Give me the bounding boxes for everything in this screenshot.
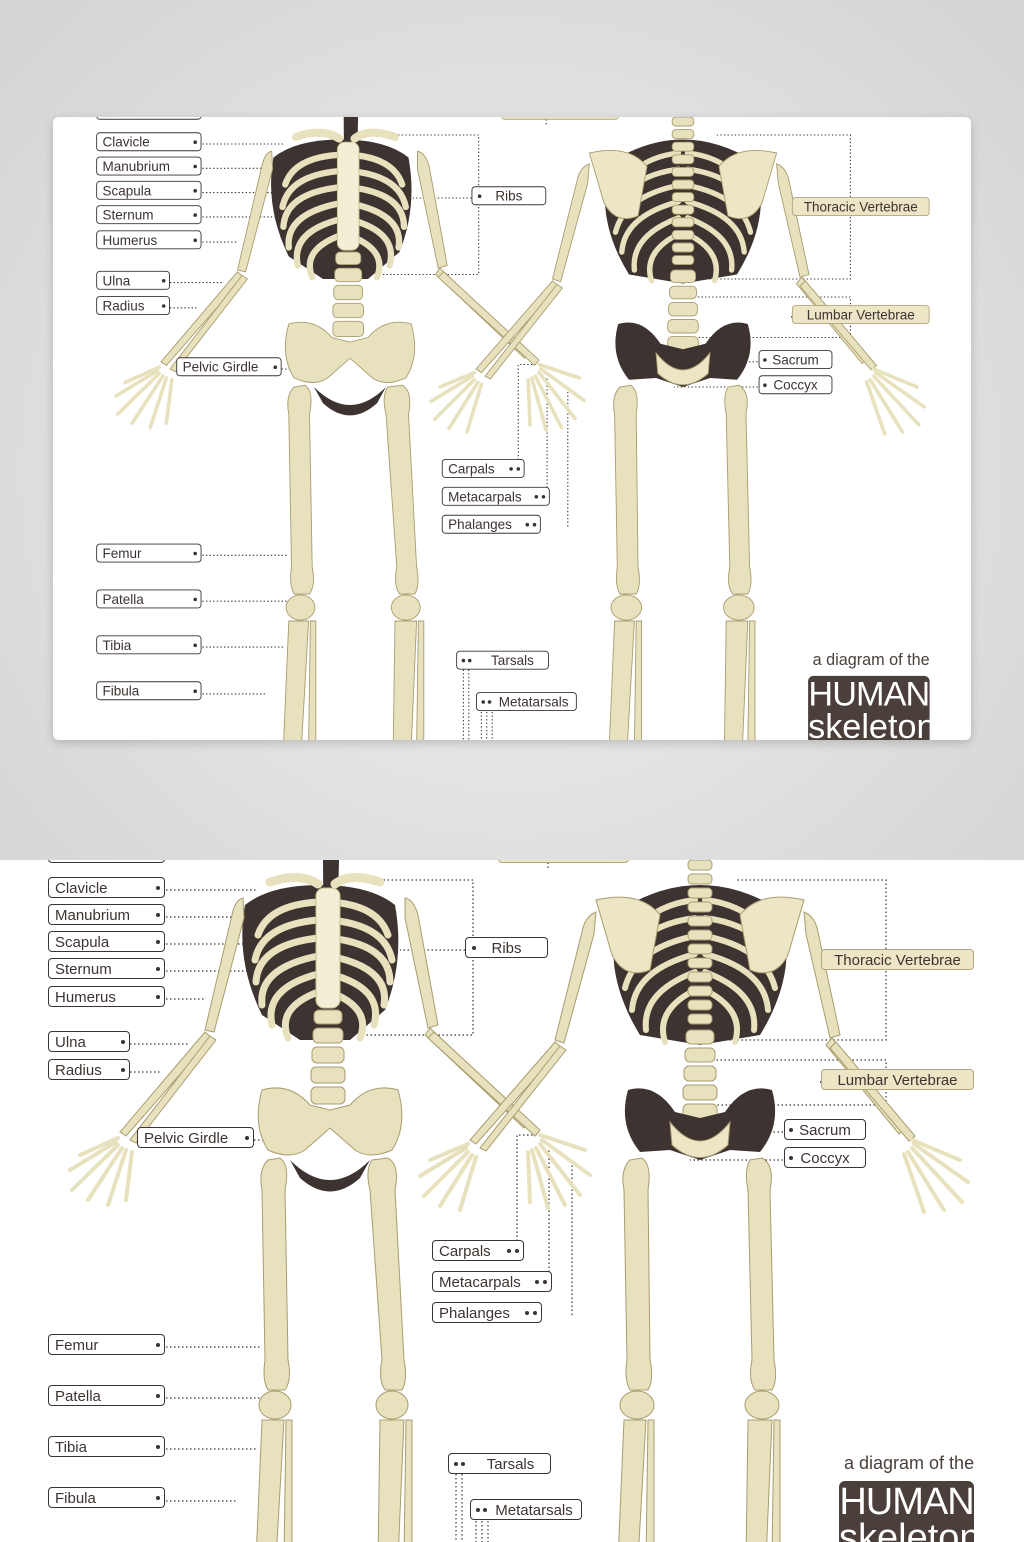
label-metacarpals: Metacarpals [432,1271,552,1292]
label-thoracic-vertebrae: Thoracic Vertebrae [791,197,930,216]
caption-box: HUMAN skeleton [808,675,930,740]
label-ulna: Ulna [96,270,170,290]
label-carpals: Carpals [432,1240,524,1261]
label-fibula: Fibula [48,1487,165,1508]
label-top-left-cut [96,117,202,120]
label-radius: Radius [48,1059,130,1080]
label-patella: Patella [48,1385,165,1406]
label-humerus: Humerus [96,230,202,250]
label-pelvic-girdle: Pelvic Girdle [176,357,282,377]
back-skeleton [429,117,926,740]
skeleton-illustration [114,117,926,740]
label-sacrum: Sacrum [758,350,833,369]
front-skeleton [114,117,586,740]
label-clavicle: Clavicle [96,132,202,152]
label-coccyx: Coccyx [784,1147,866,1168]
label-ribs: Ribs [471,186,547,206]
diagram-board: Clavicle Manubrium Scapula Sternum Humer… [53,117,971,740]
caption-line-3: skeleton [839,1517,974,1542]
label-patella: Patella [96,589,202,609]
label-thoracic-vertebrae: Thoracic Vertebrae [821,949,974,970]
label-sternum: Sternum [48,958,165,979]
label-sternum: Sternum [96,205,202,225]
label-clavicle: Clavicle [48,877,165,898]
label-coccyx: Coccyx [758,375,833,395]
label-femur: Femur [48,1334,165,1355]
label-manubrium: Manubrium [96,156,202,176]
preview-background: Clavicle Manubrium Scapula Sternum Humer… [0,0,1024,860]
caption-line-1: a diagram of the [844,1453,975,1473]
caption-line-1: a diagram of the [812,650,930,669]
diagram-board: Clavicle Manubrium Scapula Sternum Humer… [0,860,1024,1542]
caption-line-3: skeleton [808,708,930,740]
label-lumbar-vertebrae: Lumbar Vertebrae [791,305,930,324]
label-tibia: Tibia [96,635,202,655]
label-tibia: Tibia [48,1436,165,1457]
caption-line-2: HUMAN [839,1481,974,1523]
caption-box: HUMAN skeleton [839,1481,974,1542]
label-ulna: Ulna [48,1031,130,1052]
label-carpals: Carpals [441,459,525,478]
label-phalanges: Phalanges [432,1302,542,1323]
label-ribs: Ribs [465,937,548,958]
label-manubrium: Manubrium [48,904,165,925]
label-pelvic-girdle: Pelvic Girdle [137,1127,254,1148]
label-femur: Femur [96,543,202,563]
caption-line-2: HUMAN [808,675,930,714]
label-metacarpals: Metacarpals [441,486,550,506]
back-skeleton [418,860,970,1542]
label-fibula: Fibula [96,681,202,701]
label-sacrum: Sacrum [784,1119,866,1140]
label-metatarsals: Metatarsals [476,692,577,711]
skeleton-illustration [68,860,970,1542]
label-tarsals: Tarsals [448,1453,551,1474]
preview-card: Clavicle Manubrium Scapula Sternum Humer… [53,117,971,740]
label-phalanges: Phalanges [441,514,541,534]
label-humerus: Humerus [48,986,165,1007]
label-radius: Radius [96,296,170,315]
label-tarsals: Tarsals [456,650,549,670]
label-top-center-cut [498,860,629,863]
label-top-center-cut [501,117,620,120]
full-diagram-panel: Clavicle Manubrium Scapula Sternum Humer… [0,860,1024,1542]
label-lumbar-vertebrae: Lumbar Vertebrae [821,1069,974,1090]
label-scapula: Scapula [48,931,165,952]
label-top-left-cut [48,860,165,863]
label-metatarsals: Metatarsals [470,1499,582,1520]
label-scapula: Scapula [96,180,202,200]
